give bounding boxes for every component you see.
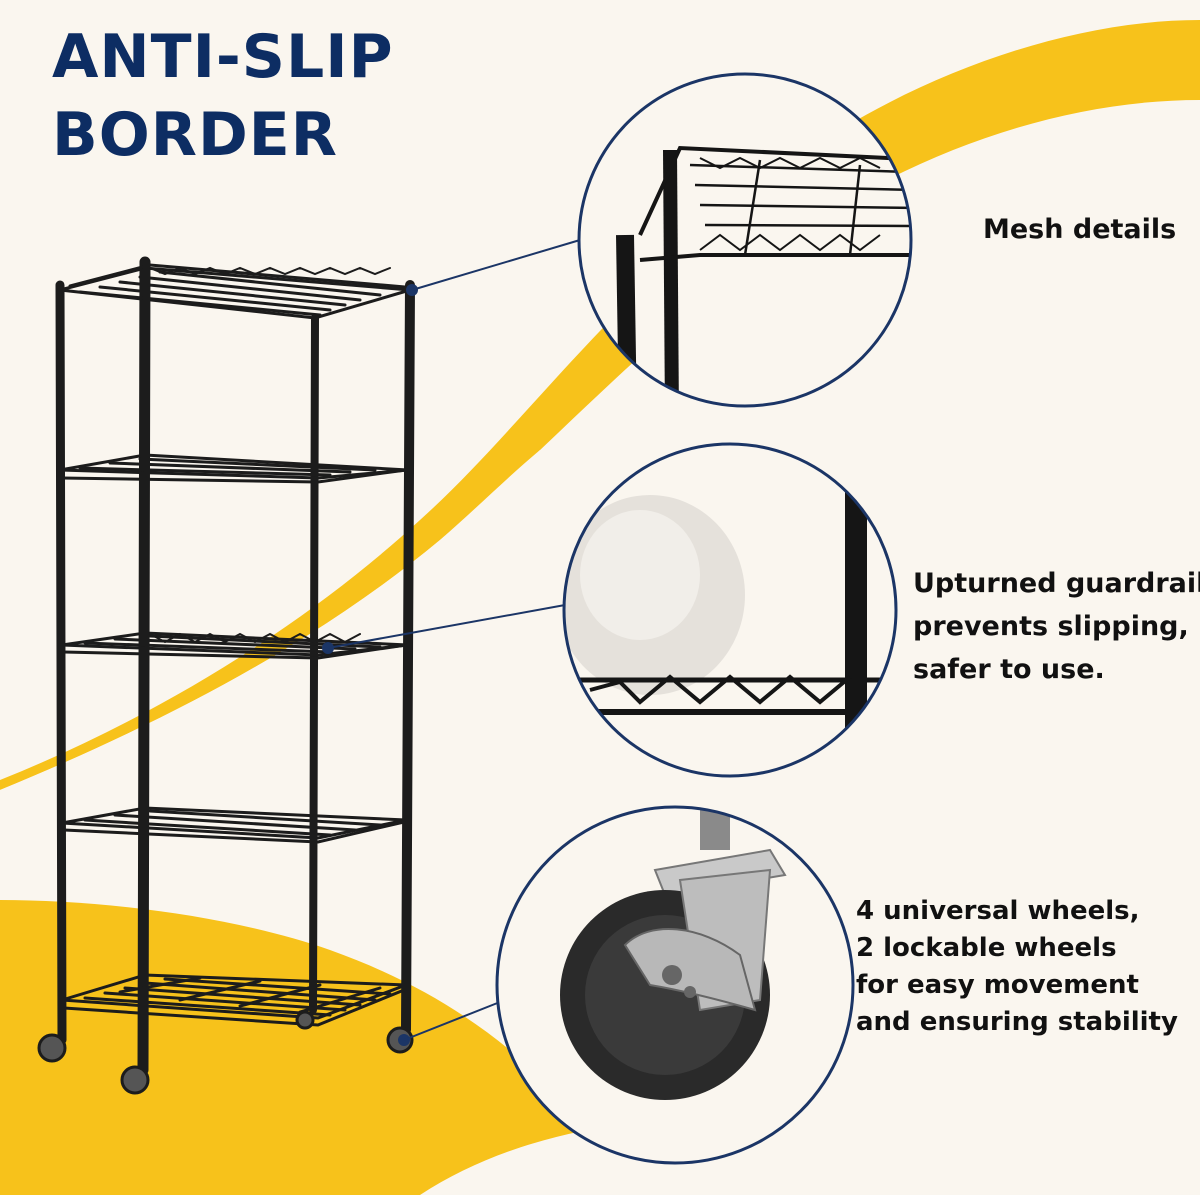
title-line-2: BORDER — [52, 100, 338, 170]
guardrail-description: Upturned guardrail prevents slipping, sa… — [913, 562, 1200, 691]
feature-line: Upturned guardrail — [913, 568, 1200, 599]
title-line-1: ANTI-SLIP — [52, 22, 394, 92]
wheel-detail-circle — [495, 805, 855, 1165]
feature-line: for easy movement — [856, 970, 1139, 1000]
feature-line: safer to use. — [913, 654, 1105, 685]
wheels-description: 4 universal wheels, 2 lockable wheels fo… — [856, 893, 1178, 1041]
feature-line: prevents slipping, — [913, 611, 1189, 642]
mesh-details-label: Mesh details — [983, 212, 1176, 248]
page-title: ANTI-SLIP BORDER — [52, 18, 394, 174]
feature-line: Mesh details — [983, 214, 1177, 245]
mesh-detail-circle — [577, 72, 913, 408]
guardrail-detail-circle — [562, 442, 898, 778]
feature-line: 2 lockable wheels — [856, 933, 1117, 963]
feature-line: and ensuring stability — [856, 1007, 1178, 1037]
feature-line: 4 universal wheels, — [856, 896, 1140, 926]
